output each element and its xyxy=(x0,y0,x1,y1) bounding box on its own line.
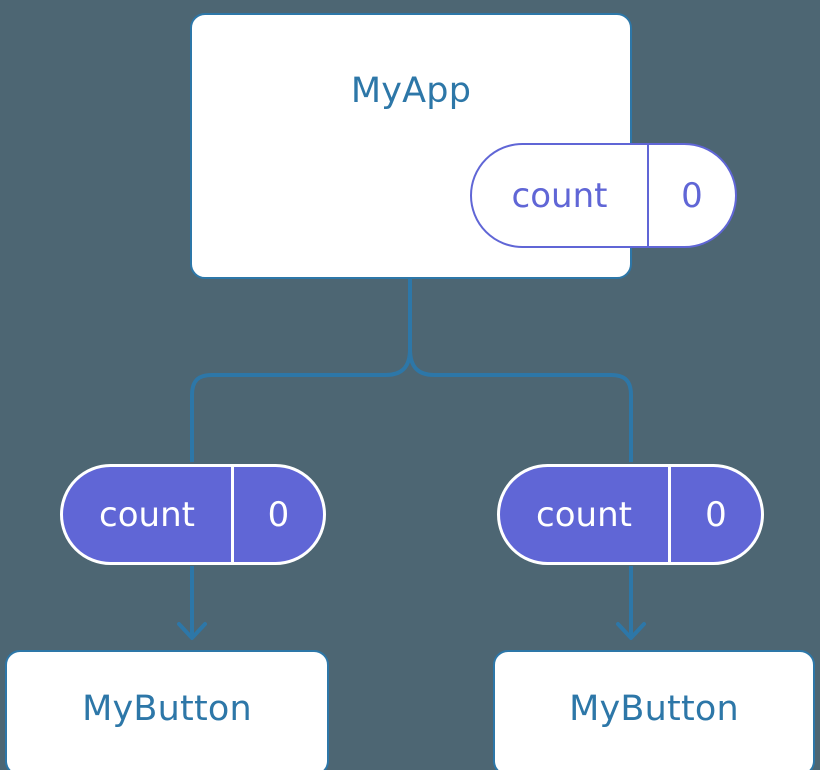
state-value-label: 0 xyxy=(231,467,323,562)
state-key-label: count xyxy=(536,494,632,535)
component-card-myapp[interactable]: MyApp count 0 xyxy=(190,13,737,279)
component-card-mybutton-right[interactable]: MyButton xyxy=(493,650,815,770)
arrow-down-icon-left xyxy=(177,622,207,640)
state-pill-myapp-count[interactable]: count 0 xyxy=(470,143,737,248)
connector-fork-right xyxy=(408,348,633,462)
connector-fork-left xyxy=(190,348,412,462)
arrow-down-icon-right xyxy=(616,622,646,640)
component-card-mybutton-left[interactable]: MyButton xyxy=(5,650,329,770)
state-value-label: 0 xyxy=(647,145,735,246)
state-key-label: count xyxy=(511,175,608,216)
state-pill-left-count[interactable]: count 0 xyxy=(60,464,326,565)
state-key-label: count xyxy=(99,494,195,535)
component-title-myapp: MyApp xyxy=(350,71,472,111)
state-pill-right-count[interactable]: count 0 xyxy=(497,464,764,565)
component-title-mybutton: MyButton xyxy=(569,689,739,729)
state-value-label: 0 xyxy=(668,467,761,562)
component-title-mybutton: MyButton xyxy=(82,689,252,729)
